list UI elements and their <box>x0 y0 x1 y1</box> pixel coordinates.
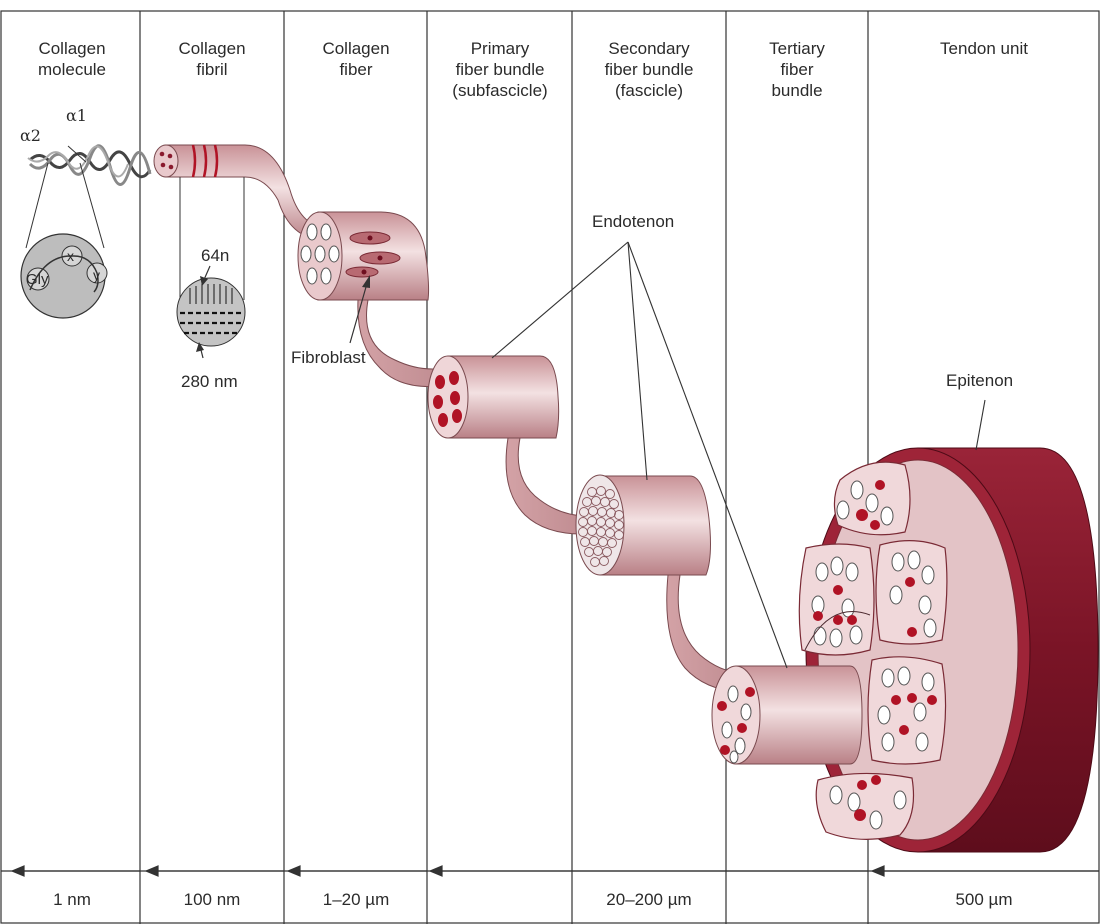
scale-arrows <box>12 866 1099 876</box>
column-header-collagen-molecule: Collagen molecule <box>6 38 138 80</box>
primary-bundle-shape <box>428 356 585 534</box>
scale-label-secondary-fiber-bundle: 20–200 µm <box>574 889 724 911</box>
alpha1-label: α1 <box>66 106 87 126</box>
gly-label: Gly <box>26 270 49 290</box>
scale-label-tendon-unit: 500 µm <box>870 889 1098 911</box>
tertiary-bundle-shape <box>712 666 862 764</box>
column-header-primary-fiber-bundle: Primary fiber bundle (subfascicle) <box>429 38 571 101</box>
band-280-label: 280 nm <box>181 372 238 392</box>
collagen-molecule-helix <box>21 146 150 318</box>
secondary-bundle-shape <box>576 475 742 692</box>
column-header-tendon-unit: Tendon unit <box>870 38 1098 59</box>
column-header-secondary-fiber-bundle: Secondary fiber bundle (fascicle) <box>574 38 724 101</box>
scale-label-collagen-molecule: 1 nm <box>6 889 138 911</box>
fibroblast-label: Fibroblast <box>291 348 366 368</box>
y-label: y <box>93 265 100 285</box>
x-label: x <box>67 246 74 266</box>
alpha2-label: α2 <box>20 126 41 146</box>
fibril-banding-circle <box>177 278 245 346</box>
scale-label-collagen-fiber: 1–20 µm <box>286 889 426 911</box>
column-header-collagen-fibril: Collagen fibril <box>142 38 282 80</box>
scale-label-collagen-fibril: 100 nm <box>142 889 282 911</box>
tendon-unit-shape <box>799 448 1098 852</box>
column-header-collagen-fiber: Collagen fiber <box>286 38 426 80</box>
column-header-tertiary-fiber-bundle: Tertiary fiber bundle <box>728 38 866 101</box>
band-64-label: 64n <box>201 246 229 266</box>
endotenon-label: Endotenon <box>592 212 674 232</box>
epitenon-label: Epitenon <box>946 371 1013 391</box>
